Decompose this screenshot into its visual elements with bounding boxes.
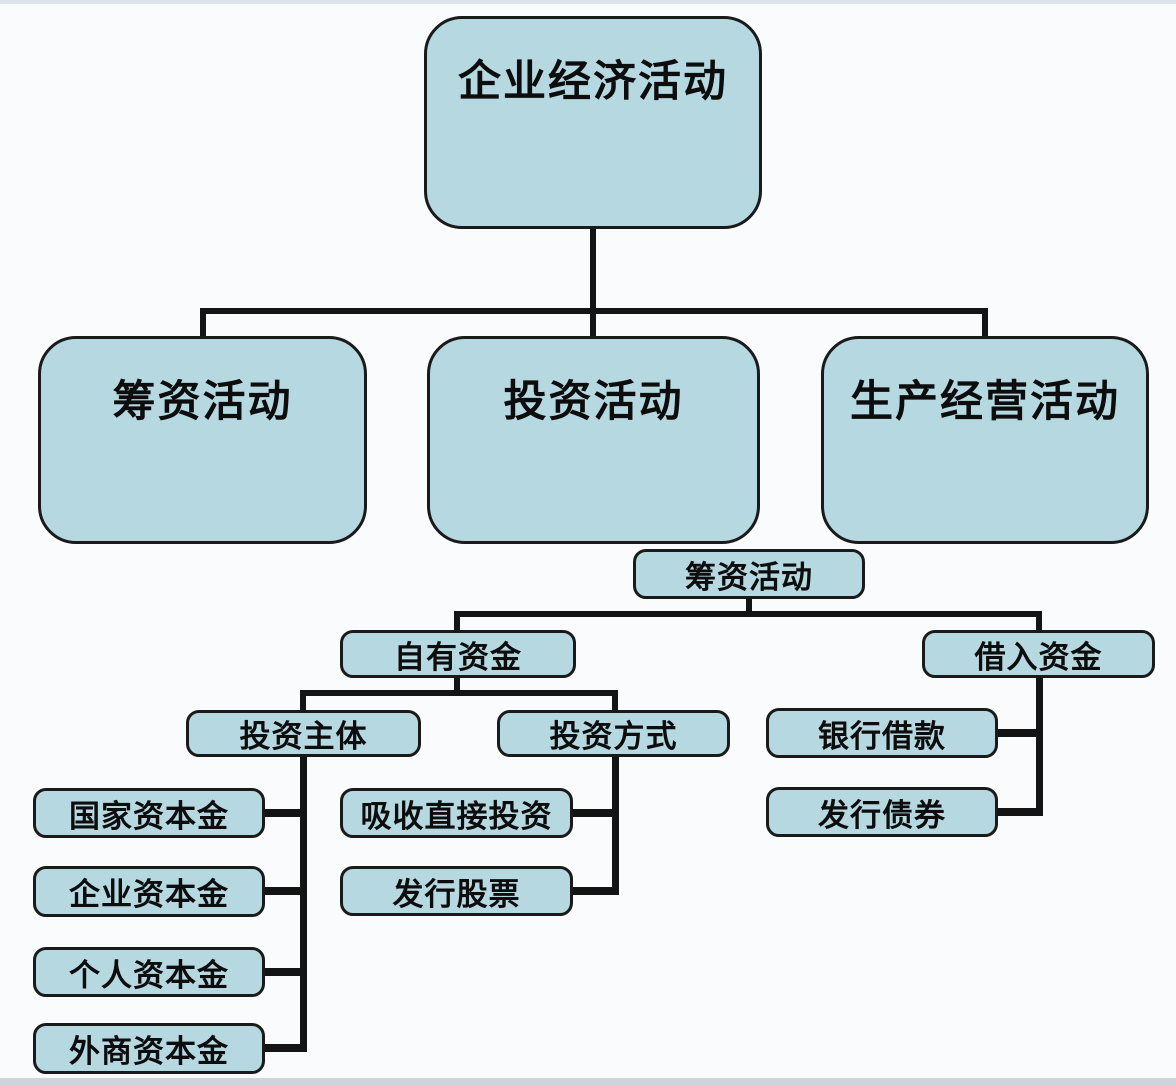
node-label: 企业资本金 [69, 877, 229, 912]
node-label: 投资主体 [239, 719, 368, 754]
node-enterprise-economic-activity: 企业经济活动 [424, 16, 762, 229]
node-label: 外商资本金 [69, 1034, 229, 1069]
connector-subject-column-vertical [300, 755, 307, 1052]
node-state-capital: 国家资本金 [33, 788, 265, 838]
node-label: 企业经济活动 [458, 58, 728, 106]
node-own-funds: 自有资金 [340, 630, 576, 678]
connector-borrowed-funds-drop [1036, 611, 1042, 632]
node-issue-stock: 发行股票 [340, 866, 573, 916]
node-label: 吸收直接投资 [360, 798, 553, 834]
connector-own-horizontal [300, 690, 618, 696]
node-financing-activity: 筹资活动 [38, 336, 367, 544]
node-label: 发行债券 [818, 797, 946, 833]
connector-method-column-vertical [612, 755, 619, 895]
connector-tree2-horizontal [454, 611, 1042, 617]
node-label: 借入资金 [974, 639, 1103, 675]
connector-state-capital-stub [263, 809, 303, 817]
node-foreign-capital: 外商资本金 [33, 1023, 265, 1074]
connector-root-vertical [590, 228, 596, 338]
node-production-operation-activity: 生产经营活动 [821, 336, 1149, 544]
node-bank-loan: 银行借款 [766, 708, 998, 758]
node-label: 自有资金 [394, 639, 522, 675]
connector-tree1-horizontal [200, 308, 988, 314]
connector-subject-drop [300, 690, 306, 712]
connector-financing-drop [200, 308, 206, 338]
connector-borrowed-column-vertical [1036, 676, 1043, 816]
node-issue-bonds: 发行债券 [766, 787, 998, 837]
connector-own-funds-drop [454, 611, 460, 632]
node-label: 国家资本金 [69, 798, 229, 834]
connector-enterprise-capital-stub [263, 887, 303, 895]
node-label: 筹资活动 [685, 559, 813, 595]
node-investment-subject: 投资主体 [186, 710, 421, 757]
node-financing-activity-detail: 筹资活动 [633, 549, 865, 599]
connector-production-drop [982, 308, 988, 338]
connector-method-drop [612, 690, 618, 712]
node-investment-activity: 投资活动 [427, 336, 760, 544]
connector-financing2-vertical [746, 597, 752, 615]
node-label: 投资方式 [549, 719, 678, 754]
node-investment-method: 投资方式 [497, 710, 730, 757]
connector-issue-stock-stub [571, 887, 616, 895]
connector-foreign-capital-stub [263, 1044, 303, 1052]
connector-own-funds-vertical [454, 676, 460, 694]
connector-personal-capital-stub [263, 968, 303, 976]
node-borrowed-funds: 借入资金 [922, 630, 1155, 678]
node-enterprise-capital: 企业资本金 [33, 866, 265, 917]
connector-direct-investment-stub [571, 809, 616, 817]
node-label: 生产经营活动 [850, 378, 1120, 426]
node-label: 发行股票 [392, 876, 521, 912]
top-edge-strip [0, 0, 1176, 4]
node-label: 银行借款 [818, 718, 946, 754]
node-absorb-direct-investment: 吸收直接投资 [340, 788, 573, 838]
bottom-edge-strip [0, 1078, 1176, 1086]
connector-issue-bonds-stub [996, 808, 1040, 816]
node-label: 投资活动 [503, 378, 684, 426]
connector-bank-loan-stub [996, 729, 1040, 737]
node-label: 筹资活动 [112, 378, 293, 426]
node-label: 个人资本金 [69, 957, 229, 993]
node-personal-capital: 个人资本金 [33, 947, 265, 997]
